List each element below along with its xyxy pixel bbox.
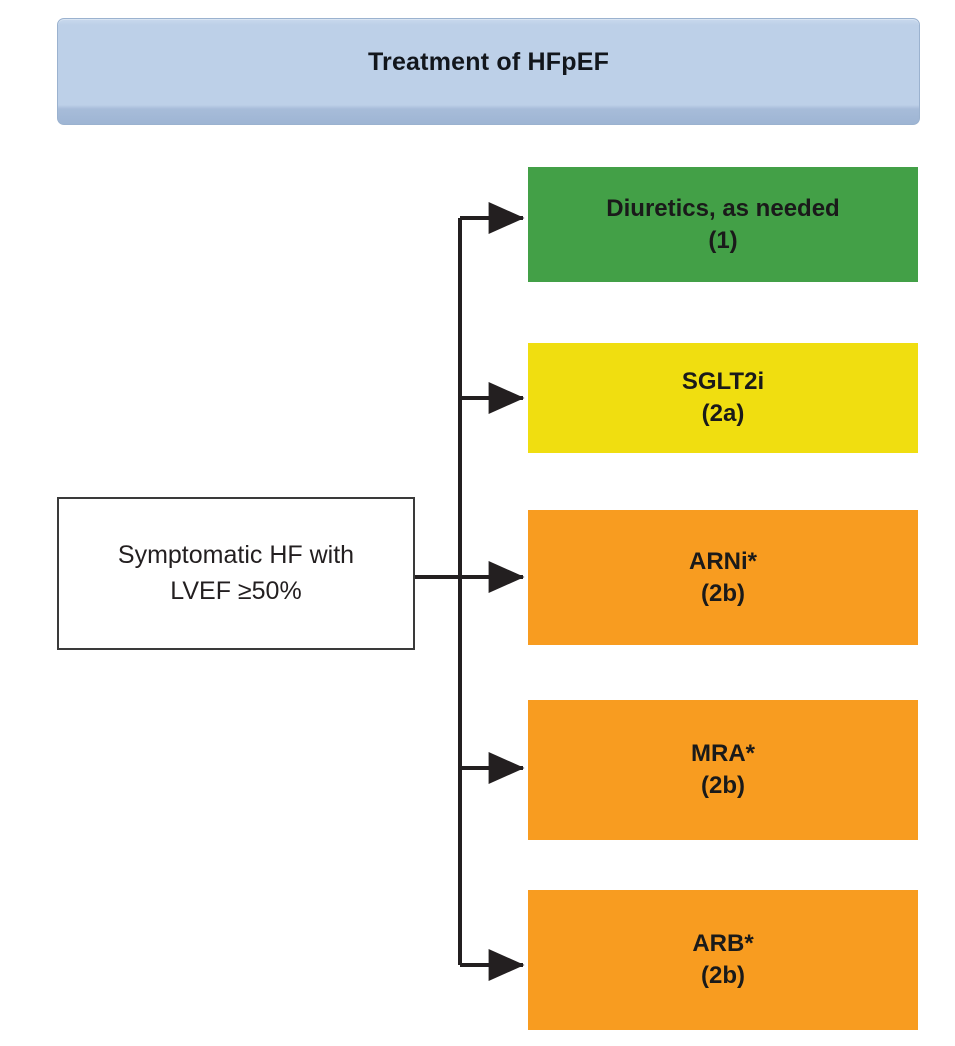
outcome-label-sglt2i: SGLT2i (2a): [681, 368, 765, 427]
header-banner: Treatment of HFpEF: [57, 18, 920, 125]
outcome-box-arb[interactable]: ARB* (2b): [528, 890, 918, 1030]
outcome-label-arb: ARB* (2b): [692, 930, 754, 989]
outcome-box-mra[interactable]: MRA* (2b): [528, 700, 918, 840]
decision-box-label: Symptomatic HF with LVEF ≥50%: [117, 541, 355, 605]
decision-box-symptomatic-hf[interactable]: Symptomatic HF with LVEF ≥50%: [57, 497, 415, 650]
outcome-label-diuretics: Diuretics, as needed (1): [606, 194, 840, 254]
outcome-box-diuretics[interactable]: Diuretics, as needed (1): [528, 167, 918, 282]
outcome-box-sglt2i[interactable]: SGLT2i (2a): [528, 343, 918, 453]
page-title: Treatment of HFpEF: [367, 48, 610, 76]
outcome-label-arni: ARNi* (2b): [688, 547, 757, 607]
outcome-label-mra: MRA* (2b): [691, 740, 755, 799]
outcome-box-arni[interactable]: ARNi* (2b): [528, 510, 918, 645]
